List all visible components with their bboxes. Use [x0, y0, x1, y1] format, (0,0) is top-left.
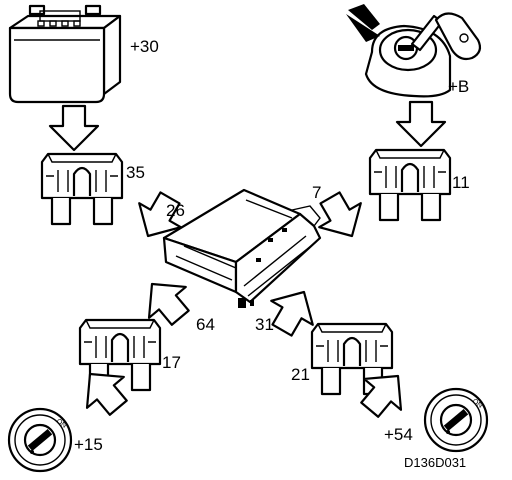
fuse-11-label: 11	[452, 173, 470, 192]
pin-26-label: 26	[166, 201, 185, 220]
ignition-plusB-label: +B	[448, 77, 470, 96]
fuse-35-icon	[40, 152, 124, 226]
pin-31-label: 31	[255, 315, 274, 334]
switch-plus15-label: +15	[74, 435, 103, 454]
arrow-battery-to-fuse35	[48, 104, 100, 152]
battery-plus30-label: +30	[130, 37, 159, 56]
ignition-switch-plus15-icon	[7, 407, 73, 473]
pin-64-label: 64	[196, 315, 215, 334]
pin-7-label: 7	[312, 183, 322, 202]
arrow-ignition-to-fuse11	[395, 100, 447, 148]
arrow-switch54-to-fuse21	[350, 359, 418, 427]
battery-icon	[8, 4, 122, 104]
drawing-code: D136D031	[404, 455, 467, 470]
control-unit-icon	[162, 188, 322, 308]
ignition-key-icon	[346, 4, 482, 98]
ignition-switch-plus54-icon	[423, 387, 489, 453]
switch-left-marking: ON	[55, 418, 68, 430]
fuse-21-label: 21	[291, 365, 310, 384]
fuse-35-label: 35	[126, 163, 145, 182]
fuse-17-label: 17	[162, 353, 181, 372]
fuse-11-icon	[368, 148, 452, 222]
switch-plus54-label: +54	[384, 425, 413, 444]
switch-right-marking: ON	[471, 398, 484, 410]
